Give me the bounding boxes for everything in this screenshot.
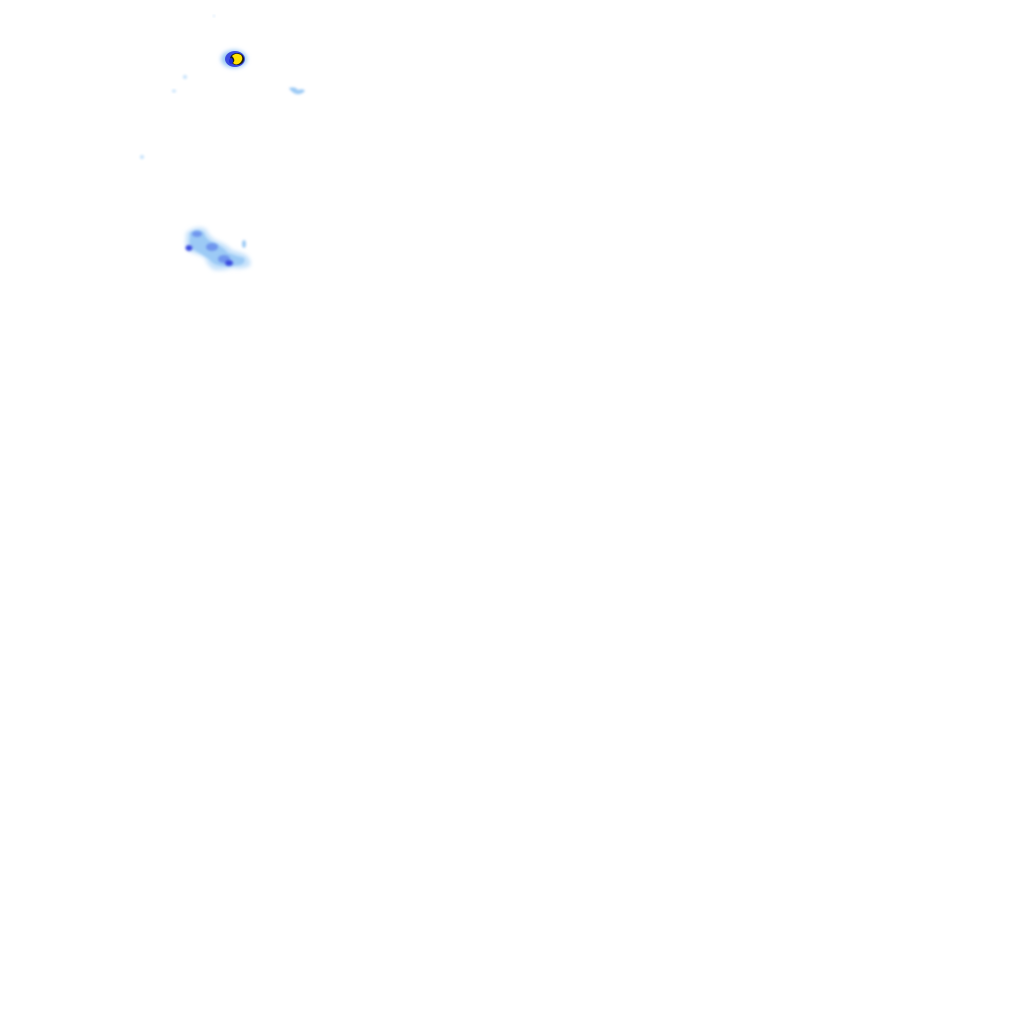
- echo-cluster-moderate-1: [192, 231, 202, 237]
- echo-cluster-west: [185, 227, 251, 271]
- speck-echo-2: [172, 89, 176, 93]
- storm-cell-core: [232, 53, 243, 65]
- speck-echo-4: [140, 155, 144, 159]
- echo-cluster-moderate-2: [206, 243, 218, 251]
- echo-cluster-heavy-2: [225, 260, 233, 266]
- speck-echo-1: [183, 75, 187, 79]
- speck-echoes: [140, 15, 305, 159]
- echo-cluster-heavy-1: [185, 245, 193, 251]
- storm-cell-north: [221, 50, 247, 68]
- storm-cell-inner-dark: [229, 58, 233, 64]
- speck-echo-3: [289, 87, 305, 95]
- speck-echo-5: [213, 15, 215, 17]
- echo-cluster-light-spot: [242, 240, 246, 248]
